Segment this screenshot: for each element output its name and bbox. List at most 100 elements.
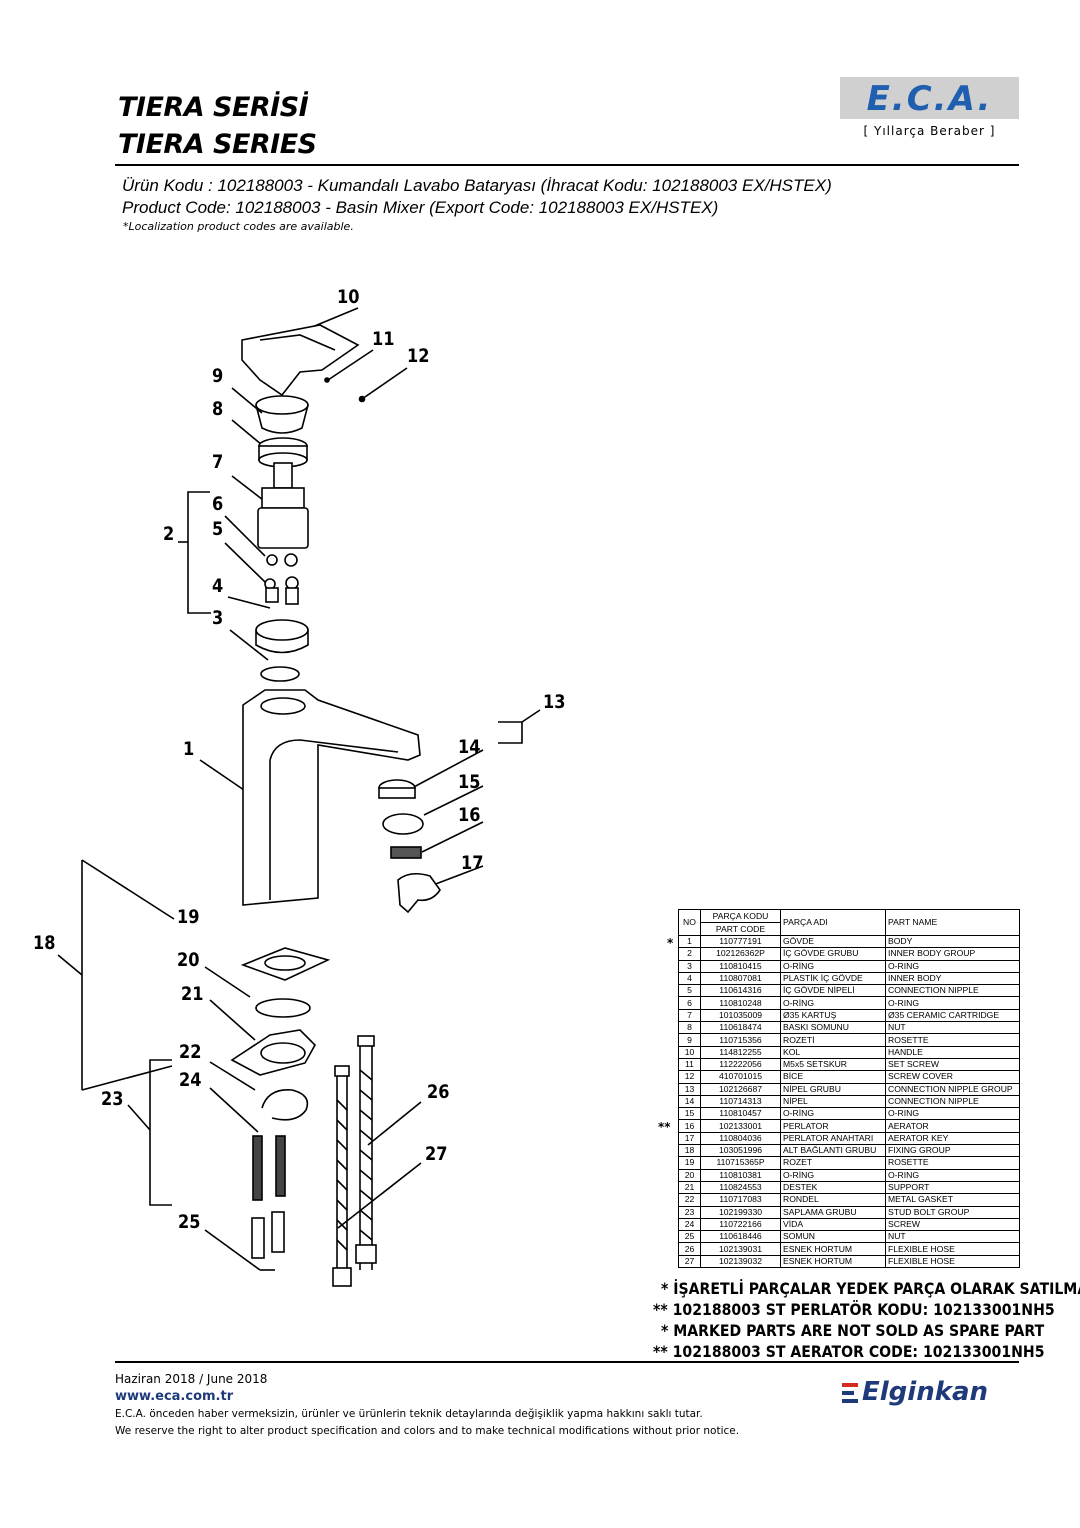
part-no: 8 — [678, 1021, 701, 1035]
part-code: 102139032 — [700, 1254, 781, 1269]
part-no: 12 — [678, 1070, 701, 1084]
part-no: 21 — [678, 1180, 701, 1195]
part-code: 410701015 — [700, 1070, 781, 1084]
callout-24: 24 — [179, 1069, 202, 1091]
part-name-tr: İÇ GÖVDE NİPELİ — [780, 984, 886, 998]
callout-22: 22 — [179, 1041, 202, 1063]
callout-6: 6 — [212, 493, 224, 515]
eca-logo: E.C.A. — [866, 79, 993, 119]
part-no: 3 — [678, 959, 701, 973]
part-name-tr: O-RİNG — [780, 1168, 886, 1182]
part-no: 19 — [678, 1156, 701, 1170]
spare-part-mark: * — [667, 935, 674, 950]
footer-disclaimer-tr: E.C.A. önceden haber vermeksizin, ürünle… — [115, 1408, 703, 1420]
part-name-en: FLEXIBLE HOSE — [885, 1242, 1020, 1256]
callout-16: 16 — [458, 804, 481, 826]
part-code: 114812255 — [700, 1045, 781, 1059]
header-no: NO — [678, 909, 701, 936]
callout-8: 8 — [212, 398, 224, 420]
part-name-en: NUT — [885, 1230, 1020, 1244]
callout-2: 2 — [163, 523, 175, 545]
callout-27: 27 — [425, 1143, 448, 1165]
part-name-tr: NİPEL — [780, 1094, 886, 1109]
part-name-tr: GÖVDE — [780, 934, 886, 949]
footer-website[interactable]: www.eca.com.tr — [115, 1389, 234, 1404]
part-no: 23 — [678, 1205, 701, 1219]
series-title-tr: TIERA SERİSİ — [118, 92, 309, 123]
part-name-en: METAL GASKET — [885, 1193, 1020, 1207]
eca-logo-tagline: [ Yıllarça Beraber ] — [863, 124, 996, 138]
part-name-en: AERATOR — [885, 1119, 1020, 1133]
part-code: 110618474 — [700, 1021, 781, 1035]
part-code: 110807081 — [700, 971, 781, 986]
part-name-tr: O-RİNG — [780, 959, 886, 973]
part-name-tr: VİDA — [780, 1217, 886, 1232]
callout-13: 13 — [543, 691, 566, 713]
part-code: 110810415 — [700, 959, 781, 973]
part-name-tr: PERLATOR — [780, 1119, 886, 1133]
part-name-tr: O-RİNG — [780, 996, 886, 1010]
part-name-tr: ROZET — [780, 1156, 886, 1170]
callout-4: 4 — [212, 575, 224, 597]
footer-disclaimer-en: We reserve the right to alter product sp… — [115, 1425, 740, 1437]
part-no: 16 — [678, 1119, 701, 1133]
part-name-en: CONNECTION NIPPLE GROUP — [885, 1082, 1020, 1096]
part-no: 1 — [678, 934, 701, 949]
part-code: 110804036 — [700, 1131, 781, 1146]
part-code: 102126362P — [700, 947, 781, 961]
part-no: 27 — [678, 1254, 701, 1269]
parts-table: NO PARÇA KODU PARÇA ADI PART NAME PART C… — [678, 909, 1020, 1269]
part-name-tr: İÇ GÖVDE GRUBU — [780, 947, 886, 961]
part-code: 112222056 — [700, 1057, 781, 1072]
part-code: 103051996 — [700, 1144, 781, 1158]
part-name-en: ROSETTE — [885, 1033, 1020, 1047]
part-no: 10 — [678, 1045, 701, 1059]
part-no: 9 — [678, 1033, 701, 1047]
part-code: 110618446 — [700, 1230, 781, 1244]
part-code: 110715365P — [700, 1156, 781, 1170]
part-name-en: HANDLE — [885, 1045, 1020, 1059]
part-name-en: O-RING — [885, 1168, 1020, 1182]
callout-1: 1 — [183, 738, 195, 760]
part-name-en: O-RING — [885, 959, 1020, 973]
part-no: 7 — [678, 1008, 701, 1023]
callout-20: 20 — [177, 949, 200, 971]
part-code: 102139031 — [700, 1242, 781, 1256]
part-name-tr: BASKI SOMUNU — [780, 1021, 886, 1035]
footer-date: Haziran 2018 / June 2018 — [115, 1372, 268, 1386]
part-no: 20 — [678, 1168, 701, 1182]
callout-19: 19 — [177, 906, 200, 928]
header-code-tr: PARÇA KODU — [700, 909, 781, 923]
part-name-tr: SOMUN — [780, 1230, 886, 1244]
product-code-en: Product Code: 102188003 - Basin Mixer (E… — [122, 198, 719, 217]
elginkan-logo: Elginkan — [842, 1377, 1012, 1411]
note-aerator-code-tr: ** 102188003 ST PERLATÖR KODU: 102133001… — [653, 1300, 1055, 1319]
part-code: 110722166 — [700, 1217, 781, 1232]
part-name-en: NUT — [885, 1021, 1020, 1035]
part-name-tr: PERLATOR ANAHTARI — [780, 1131, 886, 1146]
header-name-tr: PARÇA ADI — [780, 909, 886, 936]
part-code: 102126687 — [700, 1082, 781, 1096]
part-no: 13 — [678, 1082, 701, 1096]
part-code: 110715356 — [700, 1033, 781, 1047]
callout-11: 11 — [372, 328, 395, 350]
part-name-en: FIXING GROUP — [885, 1144, 1020, 1158]
part-code: 101035009 — [700, 1008, 781, 1023]
part-name-en: CONNECTION NIPPLE — [885, 984, 1020, 998]
